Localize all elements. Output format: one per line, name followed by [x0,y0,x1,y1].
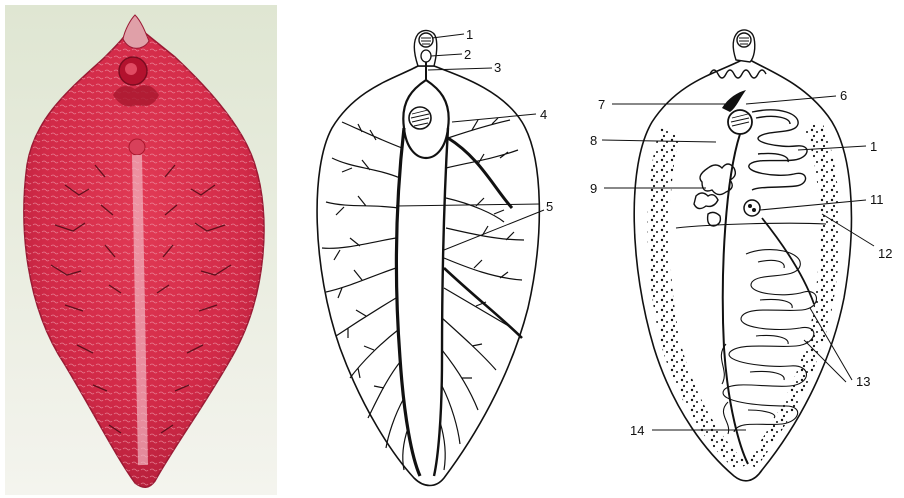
shell-gland [744,200,760,216]
gut-label-4: 4 [540,107,547,122]
stained-specimen-photo [5,5,277,495]
digestive-system-diagram: 1 2 3 4 5 [296,18,586,494]
gut-diagram-svg: 1 2 3 4 5 [296,18,586,494]
repro-label-13: 13 [856,374,870,389]
pharynx [421,50,431,62]
gut-label-2: 2 [464,47,471,62]
gut-label-3: 3 [494,60,501,75]
repro-label-6: 6 [840,88,847,103]
repro-label-12: 12 [878,246,892,261]
reproductive-system-diagram: 6 7 8 1 9 11 12 13 14 [590,18,902,494]
repro-label-8: 8 [590,133,597,148]
repro-label-9: 9 [590,181,597,196]
repro-label-1: 1 [870,139,877,154]
repro-label-14: 14 [630,423,644,438]
repro-label-11: 11 [870,192,884,207]
gut-label-1: 1 [466,27,473,42]
oral-sucker [419,33,433,47]
repro-label-7: 7 [598,97,605,112]
specimen-photo-icon [5,5,277,495]
gut-label-5: 5 [546,199,553,214]
repro-diagram-svg: 6 7 8 1 9 11 12 13 14 [590,18,902,494]
